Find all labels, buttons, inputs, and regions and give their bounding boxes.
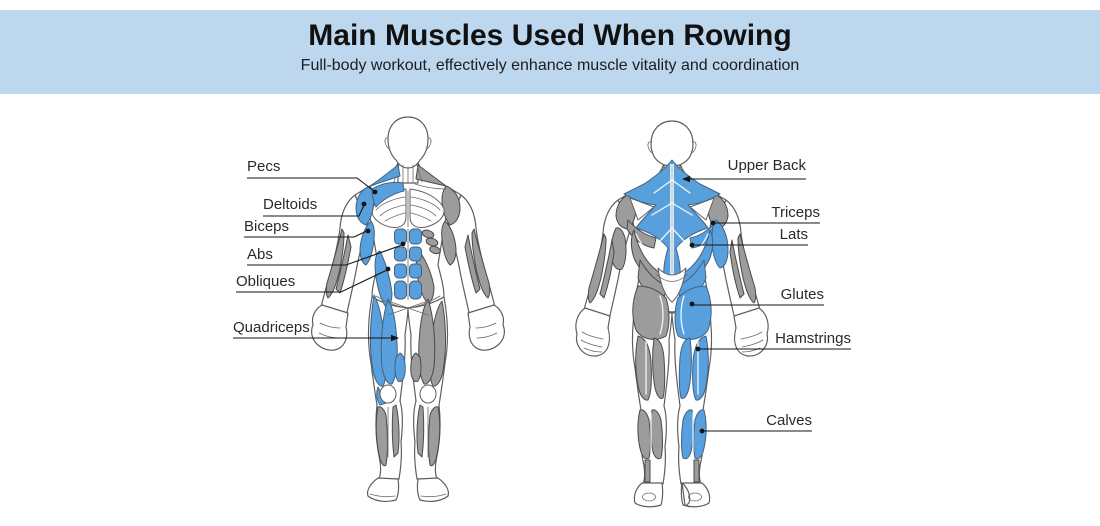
label-deltoids: Deltoids: [263, 196, 318, 213]
label-abs: Abs: [247, 246, 273, 263]
label-triceps: Triceps: [771, 204, 820, 221]
label-biceps: Biceps: [244, 218, 290, 235]
label-pecs: Pecs: [247, 158, 281, 175]
label-hamstrings: Hamstrings: [775, 330, 851, 347]
label-lats: Lats: [779, 226, 808, 243]
back-detail-lines: [580, 164, 764, 502]
label-upper-back: Upper Back: [727, 157, 806, 174]
label-calves: Calves: [766, 412, 812, 429]
back-muscle-figure: [575, 120, 769, 508]
label-quadriceps: Quadriceps: [233, 319, 310, 336]
header-banner: Main Muscles Used When Rowing Full-body …: [0, 10, 1100, 94]
front-muscle-figure: [311, 116, 505, 502]
front-blue-muscles: [355, 164, 422, 406]
label-glutes: Glutes: [780, 286, 824, 303]
label-obliques: Obliques: [236, 273, 296, 290]
page-title: Main Muscles Used When Rowing: [308, 19, 792, 52]
page-subtitle: Full-body workout, effectively enhance m…: [300, 57, 800, 74]
